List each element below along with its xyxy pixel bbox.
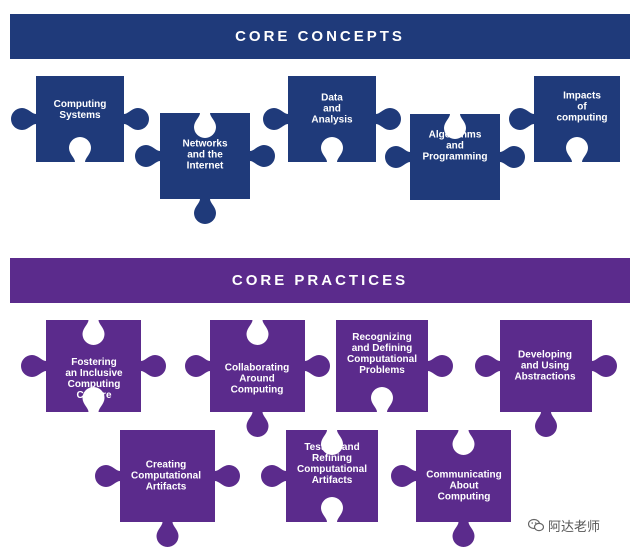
practice-piece-4	[475, 320, 617, 437]
practice-piece-label-7: Communicating About Computing	[426, 469, 502, 503]
concept-piece-4	[385, 114, 525, 200]
practice-piece-label-1: Fostering an Inclusive Computing Culture	[65, 357, 123, 401]
practice-piece-label-3: Recognizing and Defining Computational P…	[347, 332, 417, 376]
practice-piece-label-2: Collaborating Around Computing	[224, 362, 290, 396]
concept-piece-5	[509, 76, 620, 162]
concept-piece-3	[263, 76, 401, 162]
concept-piece-1	[11, 76, 149, 162]
concept-piece-label-1: Computing Systems	[53, 99, 107, 121]
watermark: 阿达老师	[528, 516, 600, 534]
practice-piece-3	[336, 320, 453, 412]
practice-piece-label-4: Developing and Using Abstractions	[514, 349, 576, 383]
concept-piece-label-3: Data and Analysis	[311, 92, 353, 126]
practice-piece-label-6: Testing and Refining Computational Artif…	[297, 442, 367, 486]
concept-piece-2	[135, 113, 275, 224]
watermark-text: 阿达老师	[548, 518, 601, 534]
practice-piece-1	[21, 320, 166, 412]
core-practices-title: CORE PRACTICES	[231, 272, 409, 289]
wechat-icon	[528, 518, 544, 532]
practice-piece-7	[391, 430, 511, 548]
practice-piece-2	[185, 320, 330, 437]
practice-piece-5	[95, 430, 240, 548]
concept-piece-label-2: Networks and the Internet	[182, 138, 228, 172]
practice-piece-6	[261, 430, 378, 522]
concept-piece-label-5: Impacts of computing	[556, 90, 608, 124]
core-concepts-banner: CORE CONCEPTS	[10, 14, 630, 59]
core-concepts-title: CORE CONCEPTS	[235, 28, 405, 45]
core-practices-banner: CORE PRACTICES	[10, 258, 630, 303]
practice-piece-label-5: Creating Computational Artifacts	[131, 459, 201, 493]
concept-piece-label-4: Algorithms and Programming	[422, 129, 488, 163]
